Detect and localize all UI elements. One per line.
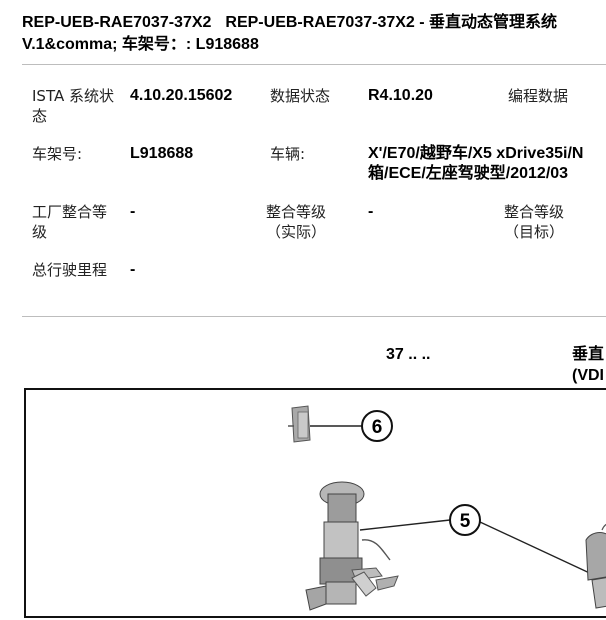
leader-line-5: [359, 519, 451, 531]
title-full: REP-UEB-RAE7037-37X2 - 垂直动态管理系统: [225, 14, 558, 31]
leader-line-5b: [479, 521, 597, 577]
integration-actual-label-l2: （实际）: [266, 223, 327, 241]
header-divider: [22, 64, 606, 65]
factory-integration-value: -: [130, 203, 136, 220]
vin-label: 车架号:: [32, 145, 83, 163]
vin-value: L918688: [130, 145, 194, 162]
integration-target-label-l1: 整合等级: [504, 203, 565, 221]
mileage-value: -: [130, 261, 136, 278]
mileage-label: 总行驶里程: [32, 261, 108, 279]
parts-diagram: 6 5: [24, 388, 606, 618]
factory-integration-label: 工厂整合等级: [32, 203, 108, 241]
svg-text:6: 6: [372, 417, 383, 438]
section-title: 垂直 (VDI: [572, 344, 606, 386]
vehicle-value: X'/E70/越野车/X5 xDrive35i/N 箱/ECE/左座驾驶型/20…: [368, 144, 606, 184]
document-title: REP-UEB-RAE7037-37X2 REP-UEB-RAE7037-37X2…: [22, 12, 606, 56]
integration-actual-label-l1: 整合等级: [266, 203, 327, 221]
callout-6: 6: [361, 410, 393, 442]
integration-actual-label: 整合等级 （实际）: [266, 202, 326, 242]
vehicle-label: 车辆:: [270, 145, 306, 163]
parts-diagram-drawing: 6 5: [288, 405, 606, 611]
ista-status-label: ISTA 系统状态: [32, 87, 114, 125]
section-number: 37 .. ..: [386, 346, 431, 363]
data-status-value: R4.10.20: [368, 87, 433, 104]
section-title-line1: 垂直: [572, 346, 605, 363]
integration-target-label: 整合等级 （目标）: [504, 202, 564, 242]
callout-5: 5: [449, 504, 481, 536]
ista-status-value: 4.10.20.15602: [130, 87, 233, 104]
control-unit-drawing: [288, 405, 311, 443]
strut-drawing: [305, 481, 391, 611]
title-subline: V.1&comma; 车架号：: L918688: [22, 36, 259, 53]
right-strut-drawing: [585, 523, 606, 609]
programming-data-label: 编程数据: [508, 87, 569, 105]
integration-target-label-l2: （目标）: [504, 223, 565, 241]
vehicle-value-line2: 箱/ECE/左座驾驶型/2012/03: [368, 165, 569, 182]
section-title-line2: (VDI: [572, 367, 604, 384]
svg-text:5: 5: [460, 511, 471, 532]
info-divider: [22, 316, 606, 317]
title-code: REP-UEB-RAE7037-37X2: [22, 14, 212, 31]
vehicle-value-line1: X'/E70/越野车/X5 xDrive35i/N: [368, 145, 584, 162]
bracket-drawing: [351, 571, 399, 597]
data-status-label: 数据状态: [270, 87, 331, 105]
integration-actual-value: -: [368, 203, 374, 220]
